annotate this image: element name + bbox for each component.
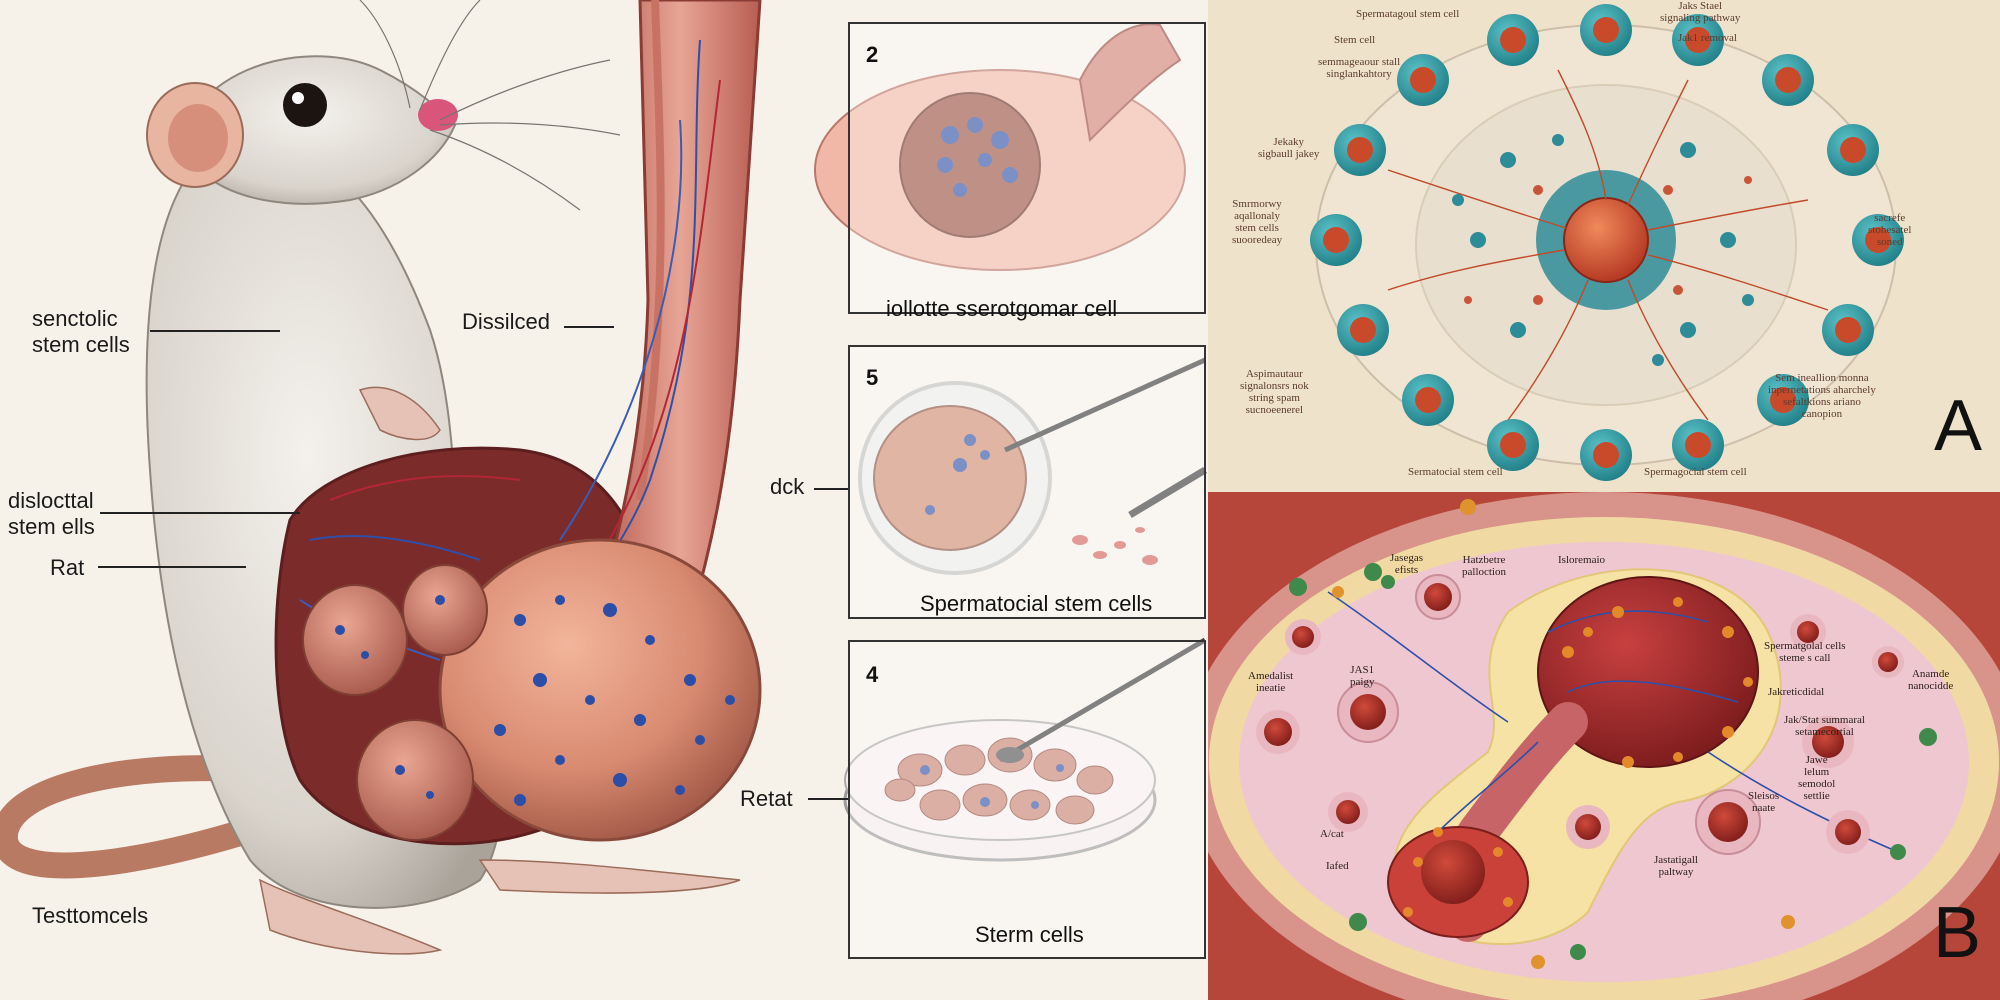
- peripheral-stem-cells: [1310, 4, 1904, 481]
- label-rat: Rat: [50, 555, 85, 580]
- label-sem-ineallion: Sem ineallion monna inpernetations aharc…: [1768, 372, 1876, 420]
- rat-eye: [283, 83, 327, 127]
- label-retat: Retat: [740, 786, 793, 811]
- rat-tail: [0, 755, 273, 879]
- label-sacrefe: sacrefe stohesatel soned: [1868, 212, 1912, 248]
- leader-line: [564, 326, 614, 328]
- frame-5-caption: Spermatocial stem cells: [920, 591, 1153, 616]
- label-jastatigall: Jastatigall paltway: [1654, 854, 1698, 878]
- leader-line: [808, 798, 848, 800]
- label-jak1-removal: Jak1 removal: [1678, 32, 1737, 44]
- leader-line: [98, 566, 246, 568]
- frame-2-caption: iollotte sserotgomar cell: [886, 296, 1118, 321]
- label-jawe: Jawe lelum semodol settlie: [1798, 754, 1836, 802]
- label-sleisos: Sleisos naate: [1748, 790, 1780, 814]
- frame-5-number: 5: [866, 365, 879, 390]
- label-jekaky: Jekaky sigbaull jakey: [1258, 136, 1320, 160]
- panel-letter-b: B: [1933, 893, 1982, 973]
- label-jas1: JAS1 paigy: [1350, 664, 1375, 688]
- small-testis-2: [402, 564, 488, 656]
- rat-head: [188, 55, 457, 205]
- rat-anatomy-drawing: [0, 0, 1207, 955]
- panel-a-signaling-diagram: Spermatagoul stem cell Jaks Stael signal…: [1208, 0, 2000, 492]
- frame-2: [848, 22, 1206, 314]
- small-testis-1: [302, 584, 408, 696]
- central-stem-cell: [1563, 197, 1649, 283]
- orange-granules: [1403, 597, 1753, 917]
- panel-b-drawing: [1208, 492, 2000, 1000]
- label-semmageaour: semmageaour stall singlankahtory: [1318, 56, 1401, 80]
- label-anamde: Anamde nanocidde: [1908, 668, 1954, 692]
- frame-4-caption: Sterm cells: [975, 922, 1084, 947]
- label-testtomcels: Testtomcels: [32, 903, 149, 928]
- label-jakreticdidal: Jakreticdidal: [1768, 686, 1825, 698]
- label-jasegas: Jasegas efists: [1390, 552, 1423, 576]
- label-stem-cell: Stem cell: [1334, 34, 1376, 46]
- panel-letter-a: A: [1934, 386, 1983, 466]
- frame2-tissue: [899, 92, 1041, 238]
- frame-4: [848, 640, 1206, 959]
- leader-line: [100, 512, 300, 514]
- label-spermatagoul-stem-cell: Spermatagoul stem cell: [1356, 8, 1460, 20]
- label-iafed: Iafed: [1326, 860, 1349, 872]
- label-spermagocial-stem-cell: Spermagocial stem cell: [1644, 466, 1747, 478]
- rat-whiskers: [359, 0, 621, 211]
- label-jaks-stael: Jaks Stael signaling pathway: [1660, 0, 1741, 24]
- small-cells: [1452, 134, 1754, 366]
- frame-2-number: 2: [866, 42, 879, 67]
- leader-line: [814, 488, 848, 490]
- central-organ: [1537, 576, 1759, 768]
- rat-illustration-panel: 2 5 4 iollotte sserotgomar cell Spermato…: [0, 0, 1207, 959]
- scattered-cells: [1256, 574, 1904, 855]
- panel-a-drawing: [1310, 4, 1904, 481]
- rat-forepaw: [358, 386, 441, 441]
- frame-5: [848, 345, 1206, 619]
- label-senctolic-stem-cells: senctolic stem cells: [32, 306, 130, 357]
- frame5-tissue: [873, 405, 1027, 551]
- green-cells: [1289, 563, 1937, 960]
- rat-hindfoot: [258, 878, 443, 955]
- label-sermatocial-stem-cell: Sermatocial stem cell: [1408, 466, 1503, 478]
- label-a-cat: A/cat: [1320, 828, 1344, 840]
- spermatic-cord: [598, 0, 762, 622]
- label-jak-stat: Jak/Stat summaral setamecortial: [1784, 714, 1865, 738]
- signaling-filaments: [1387, 69, 1829, 421]
- label-smrmorwy: Smrmorwy aqallonaly stem cells suooredea…: [1232, 198, 1283, 246]
- label-hatzbetre: Hatzbetre palloction: [1462, 554, 1506, 578]
- frame-4-number: 4: [866, 662, 879, 687]
- panel-b-tissue-diagram: Jasegas efists Hatzbetre palloction Islo…: [1208, 492, 2000, 1000]
- label-amedalist: Amedalist ineatie: [1248, 670, 1294, 694]
- stem-cell-dots: [494, 595, 735, 806]
- leader-line: [150, 330, 280, 332]
- small-testis-3: [356, 719, 474, 841]
- label-dck: dck: [770, 474, 805, 499]
- label-spermatgolal: Spermatgolal cells steme s call: [1764, 640, 1846, 664]
- large-testis: [438, 538, 762, 842]
- label-isloremaio: Isloremaio: [1558, 554, 1606, 566]
- label-aspimautaur: Aspimautaur signalonsrs nok string spam …: [1240, 368, 1309, 416]
- label-dissilced: Dissilced: [462, 309, 551, 334]
- rat-nose: [418, 99, 458, 131]
- label-dislocttal-stem-ells: dislocttal stem ells: [8, 488, 95, 539]
